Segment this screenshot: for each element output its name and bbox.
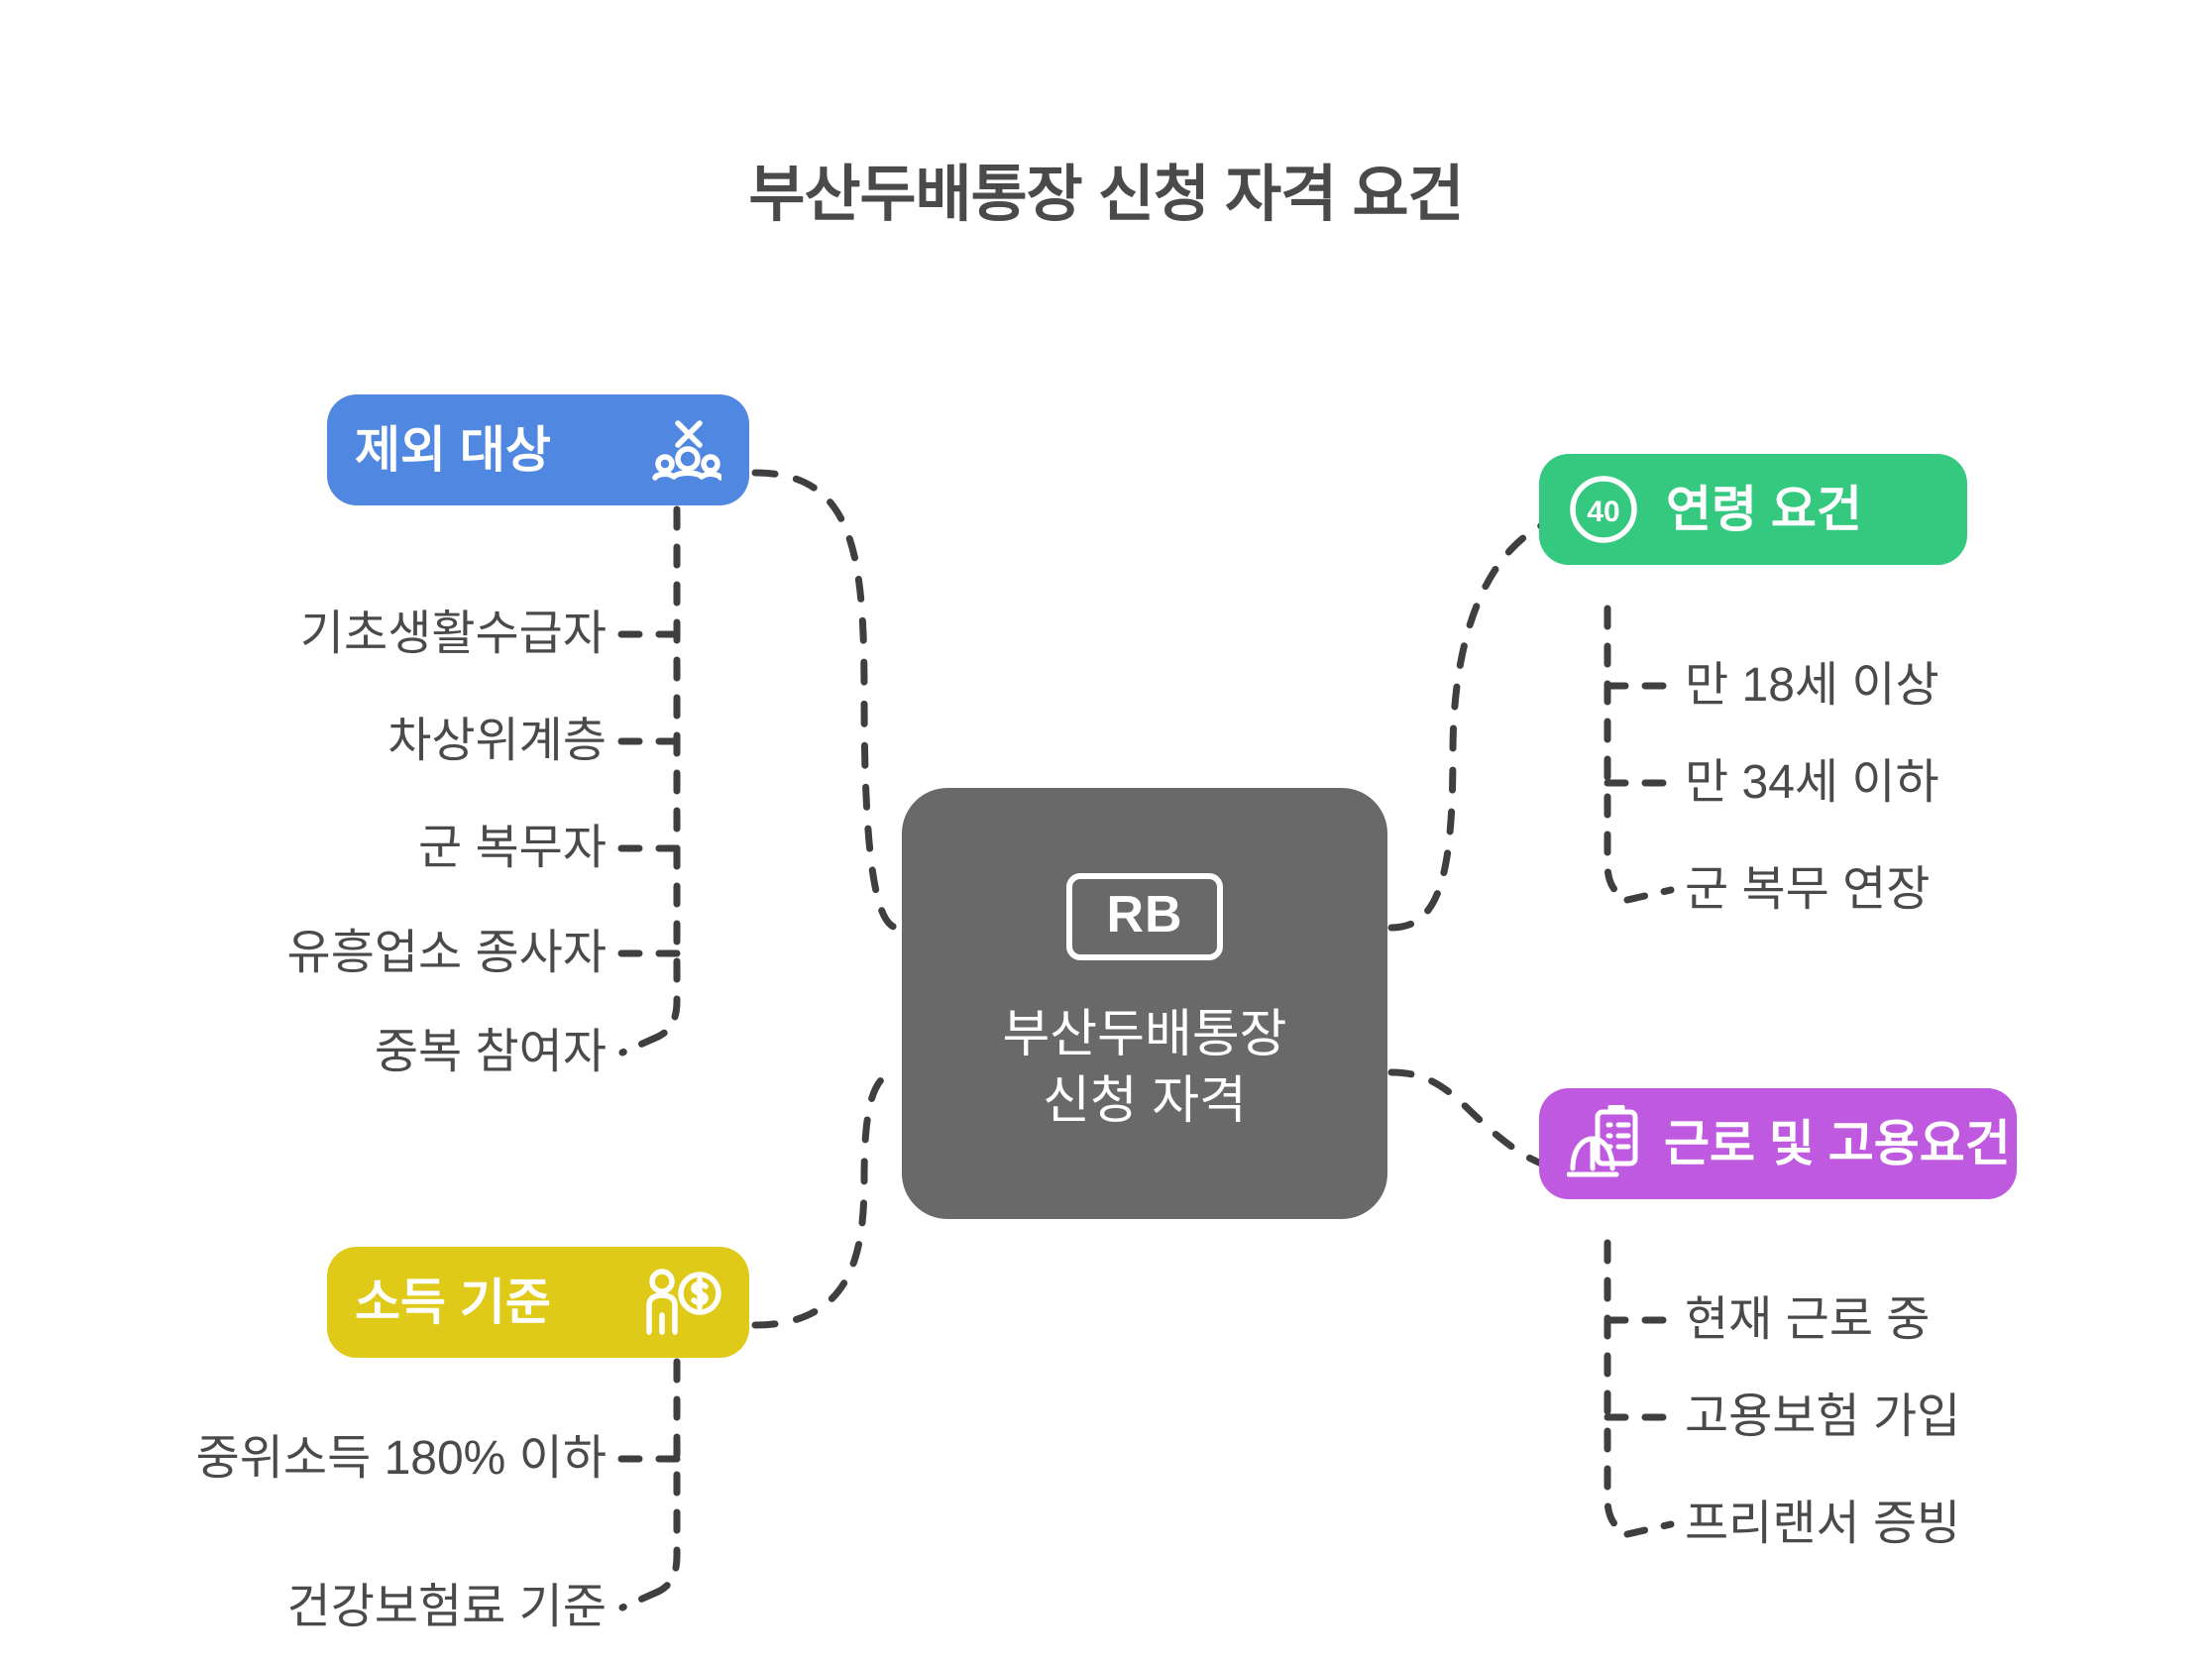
age-40-circle-icon: 40 xyxy=(1567,473,1640,546)
sub-item-employment-1: 현재 근로 중 xyxy=(1685,1293,1931,1346)
sub-item-exclusion-2: 차상위계층 xyxy=(387,715,607,767)
branch-node-employment[interactable]: 근로 및 고용요건 xyxy=(1539,1088,2017,1199)
sub-item-employment-2: 고용보험 가입 xyxy=(1685,1390,1961,1443)
sub-item-exclusion-1: 기초생활수급자 xyxy=(299,608,607,660)
wire-employment-branch-3 xyxy=(1623,1520,1675,1538)
people-x-icon xyxy=(652,417,721,483)
branch-label-employment: 근로 및 고용요건 xyxy=(1664,1116,2011,1171)
branch-label-age: 연령 요건 xyxy=(1666,482,1862,537)
sub-item-exclusion-3: 군 복무자 xyxy=(418,822,607,874)
wire-exclusion-spine xyxy=(654,505,681,1041)
wire-center-to-exclusion xyxy=(751,469,902,932)
sub-item-exclusion-4: 유흥업소 종사자 xyxy=(286,927,607,979)
wire-income-branch-2 xyxy=(618,1588,662,1611)
sub-item-employment-3: 프리랜서 증빙 xyxy=(1685,1498,1961,1550)
branch-label-income: 소득 기준 xyxy=(355,1275,551,1330)
wire-age-spine xyxy=(1604,605,1631,904)
hardhat-clipboard-icon xyxy=(1567,1105,1642,1182)
branch-node-exclusion[interactable]: 제외 대상 xyxy=(327,394,749,505)
wire-center-to-income xyxy=(751,1068,902,1329)
page-title: 부산두배통장 신청 자격 요건 xyxy=(748,161,1464,229)
person-dollar-icon xyxy=(640,1268,721,1337)
wire-income-spine xyxy=(654,1358,681,1596)
sub-item-income-2: 건강보험료 기준 xyxy=(286,1581,607,1633)
branch-node-income[interactable]: 소득 기준 xyxy=(327,1247,749,1358)
branch-node-age[interactable]: 40 연령 요건 xyxy=(1539,454,1967,565)
branch-label-exclusion: 제외 대상 xyxy=(355,422,551,478)
central-node[interactable]: RB 부산두배통장 신청 자격 xyxy=(902,788,1387,1219)
wire-center-to-age xyxy=(1387,521,1546,932)
central-badge: RB xyxy=(1066,872,1223,960)
wire-exclusion-branch-5 xyxy=(618,1033,662,1056)
central-node-label: 부산두배통장 신청 자격 xyxy=(1002,1005,1287,1130)
svg-text:40: 40 xyxy=(1587,496,1619,528)
sub-item-age-2: 만 34세 이하 xyxy=(1685,756,1939,809)
wire-employment-spine xyxy=(1604,1239,1631,1538)
sub-item-age-1: 만 18세 이상 xyxy=(1685,659,1939,712)
sub-item-exclusion-5: 중복 참여자 xyxy=(374,1026,607,1078)
sub-item-age-3: 군 복무 연장 xyxy=(1685,863,1931,916)
sub-item-income-1: 중위소득 180% 이하 xyxy=(195,1432,607,1485)
wire-center-to-employment xyxy=(1387,1068,1556,1171)
wire-age-branch-3 xyxy=(1623,886,1675,904)
